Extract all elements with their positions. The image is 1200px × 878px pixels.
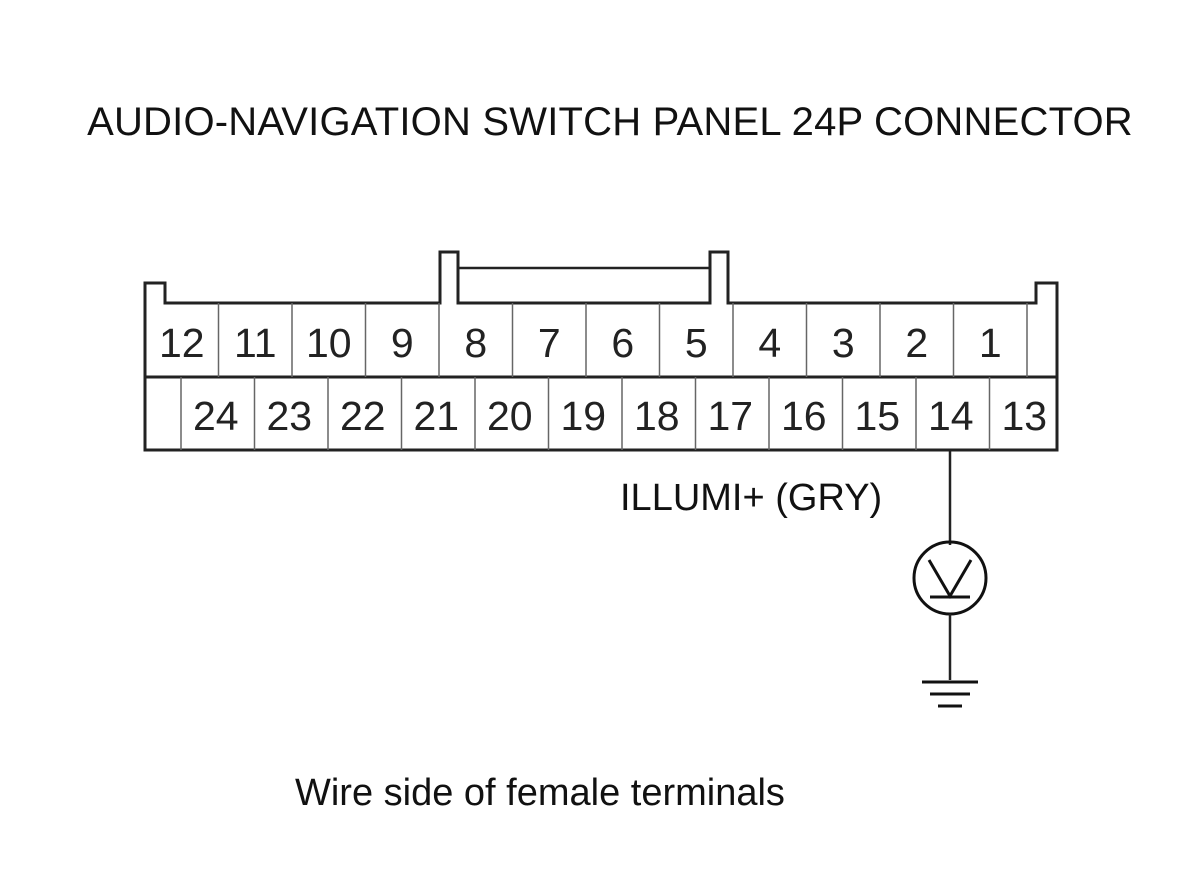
- pin-label-22: 22: [340, 393, 386, 439]
- terminal-grid: [180, 303, 1028, 450]
- pin-label-15: 15: [854, 393, 900, 439]
- pin-label-3: 3: [832, 320, 855, 366]
- pin-label-19: 19: [560, 393, 606, 439]
- pin-label-16: 16: [781, 393, 827, 439]
- bottom-row-pins: 24 23 22 21 20 19 18 17 16 15 14 13: [193, 393, 1047, 439]
- pin-label-13: 13: [1001, 393, 1047, 439]
- pin-label-8: 8: [464, 320, 487, 366]
- pin-label-7: 7: [538, 320, 561, 366]
- voltmeter-icon: [912, 540, 988, 616]
- diagram-title: AUDIO-NAVIGATION SWITCH PANEL 24P CONNEC…: [87, 100, 1133, 144]
- pin-label-1: 1: [979, 320, 1002, 366]
- wire-label: ILLUMI+ (GRY): [620, 477, 882, 519]
- pin-label-14: 14: [928, 393, 974, 439]
- pin-label-18: 18: [634, 393, 680, 439]
- pin-label-17: 17: [707, 393, 753, 439]
- pin-label-23: 23: [266, 393, 312, 439]
- pin-label-2: 2: [905, 320, 928, 366]
- pin-label-11: 11: [234, 320, 277, 366]
- diagram-caption: Wire side of female terminals: [295, 772, 785, 814]
- pin-label-21: 21: [413, 393, 459, 439]
- pin-label-6: 6: [611, 320, 634, 366]
- pin-label-9: 9: [391, 320, 414, 366]
- pin-label-20: 20: [487, 393, 533, 439]
- connector-housing: [143, 250, 1059, 452]
- pin-label-10: 10: [306, 320, 352, 366]
- pin-label-5: 5: [685, 320, 708, 366]
- pin-label-12: 12: [159, 320, 205, 366]
- pin-label-4: 4: [758, 320, 781, 366]
- ground-icon: [922, 680, 978, 708]
- top-row-pins: 12 11 10 9 8 7 6 5 4 3 2 1: [159, 320, 1002, 366]
- pin-label-24: 24: [193, 393, 239, 439]
